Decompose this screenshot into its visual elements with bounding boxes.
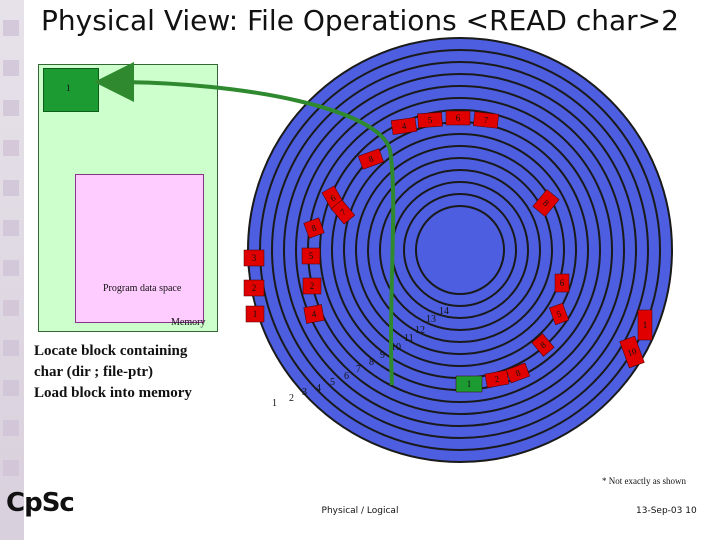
disk-block: 1	[245, 305, 265, 323]
disk-block: 2	[484, 369, 510, 389]
disk-block: 7	[473, 111, 499, 129]
track-number: 8	[369, 357, 374, 368]
disk-block: 5	[549, 302, 569, 326]
track-number: 4	[316, 383, 321, 394]
track-number: 1	[272, 398, 277, 409]
disk-block: 6	[445, 110, 471, 126]
svg-text:7: 7	[483, 115, 489, 125]
footer-date: 13-Sep-03	[636, 506, 683, 516]
disk-block: 7	[330, 199, 356, 225]
program-data-space	[75, 174, 204, 323]
disk-block: 6	[554, 273, 570, 293]
program-data-space-label: Program data space	[103, 283, 182, 294]
svg-text:1: 1	[253, 309, 258, 319]
disk-block: 1	[637, 309, 653, 341]
memory-label: Memory	[171, 317, 206, 328]
svg-text:8: 8	[538, 339, 548, 350]
track-number: 5	[330, 377, 335, 388]
sidebar-decoration	[0, 0, 24, 540]
track-number: 6	[344, 371, 349, 382]
svg-text:6: 6	[560, 278, 565, 288]
disk-block: 8	[357, 148, 385, 170]
track-number: 11	[404, 333, 414, 344]
track-number: 12	[415, 325, 425, 336]
svg-text:3: 3	[252, 253, 257, 263]
disk-track	[415, 205, 505, 295]
track-number: 14	[439, 306, 449, 317]
disk-block: 3	[243, 249, 265, 267]
svg-text:8: 8	[541, 198, 551, 209]
svg-text:6: 6	[329, 192, 338, 203]
disk-track	[403, 193, 517, 307]
svg-text:4: 4	[311, 309, 318, 320]
disk-block-current: 1	[455, 375, 483, 393]
disk-block: 2	[243, 279, 265, 297]
svg-text:5: 5	[427, 115, 433, 125]
disk-block: 2	[302, 277, 322, 295]
disk-block: 8	[532, 189, 560, 217]
svg-text:1: 1	[643, 320, 648, 330]
disk-track	[379, 169, 541, 331]
disk-block: 8	[505, 362, 531, 384]
locate-line-3: Load block into memory	[34, 385, 192, 401]
locate-line-1: Locate block containing	[34, 343, 188, 359]
locate-text: Locate block containing char (dir ; file…	[34, 341, 192, 404]
footer-date-page: 13-Sep-03 10	[636, 506, 697, 516]
svg-text:2: 2	[310, 281, 315, 291]
svg-text:7: 7	[338, 206, 348, 217]
track-number: 3	[302, 387, 307, 398]
footer-center: Physical / Logical	[321, 506, 399, 516]
svg-text:6: 6	[456, 113, 461, 123]
svg-text:2: 2	[252, 283, 257, 293]
disk-track	[295, 85, 625, 415]
track-number: 13	[426, 314, 436, 325]
memory-block: 1	[43, 68, 99, 112]
slide-title: Physical View: File Operations <READ cha…	[41, 4, 679, 37]
cpsc-logo: CpSc	[6, 488, 75, 518]
track-number: 10	[391, 342, 401, 353]
svg-text:4: 4	[401, 121, 407, 132]
disk-track	[343, 133, 577, 367]
svg-text:2: 2	[494, 374, 500, 385]
disk-track	[271, 61, 649, 439]
track-number: 7	[356, 364, 361, 375]
svg-text:5: 5	[555, 308, 563, 319]
svg-text:8: 8	[514, 367, 522, 378]
disk-track	[283, 73, 637, 427]
disk-block: 8	[303, 217, 325, 239]
footer-page: 10	[685, 506, 697, 516]
disk-block: 10	[619, 335, 645, 369]
svg-text:1: 1	[467, 379, 472, 389]
track-number: 9	[380, 350, 385, 361]
svg-text:10: 10	[626, 346, 638, 359]
svg-text:5: 5	[309, 251, 314, 261]
disk-track	[367, 157, 553, 343]
disk-block: 4	[303, 304, 325, 324]
disk-block: 4	[390, 117, 418, 135]
disk-block: 5	[301, 247, 321, 265]
svg-text:8: 8	[310, 222, 318, 233]
track-number: 2	[289, 393, 294, 404]
disk-block: 5	[417, 111, 443, 129]
locate-line-2: char (dir ; file-ptr)	[34, 364, 153, 380]
read-arrow	[94, 62, 396, 386]
disk-block: 8	[531, 333, 555, 357]
memory-block-label: 1	[66, 83, 71, 93]
footnote: * Not exactly as shown	[602, 476, 686, 486]
disk-track	[355, 145, 565, 355]
svg-text:8: 8	[367, 153, 375, 164]
